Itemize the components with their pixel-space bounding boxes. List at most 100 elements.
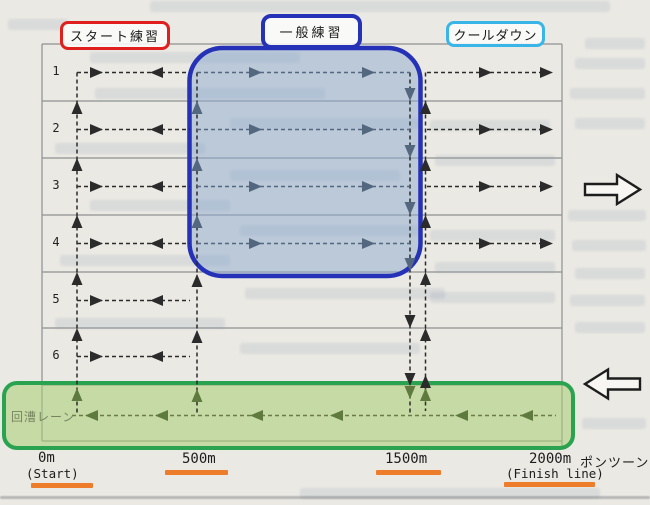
- return-lane-region: [2, 381, 575, 450]
- bleedthrough-artifact: [430, 230, 555, 241]
- right-arrowhead: [90, 295, 103, 306]
- return-lane-label: 回漕レーン: [11, 410, 76, 424]
- up-arrowhead: [420, 375, 431, 388]
- right-arrowhead: [362, 124, 375, 135]
- right-arrowhead: [479, 238, 492, 249]
- bleedthrough-artifact: [55, 318, 225, 329]
- cooldown-label-box: クールダウン: [446, 21, 545, 47]
- bleedthrough-artifact: [585, 38, 645, 49]
- marker-finish-sub: (Finish line): [506, 466, 604, 481]
- flow-right-arrow: [583, 172, 643, 207]
- marker-1500m: 1500m: [385, 451, 428, 467]
- lane-number-2: 2: [52, 121, 60, 135]
- bleedthrough-artifact: [150, 1, 610, 12]
- flow-left-arrow: [582, 367, 642, 401]
- lane-number-6: 6: [52, 348, 60, 362]
- up-arrowhead: [191, 330, 203, 343]
- up-arrowhead: [191, 215, 203, 228]
- up-arrowhead: [71, 388, 83, 401]
- down-arrowhead: [404, 88, 416, 101]
- up-arrowhead: [71, 158, 83, 171]
- bleedthrough-artifact: [435, 155, 555, 166]
- left-arrowhead: [150, 124, 163, 135]
- bleedthrough-artifact: [90, 200, 230, 211]
- marker-1500m-underline: [376, 470, 441, 475]
- up-arrowhead: [71, 215, 83, 228]
- right-arrowhead: [249, 181, 262, 192]
- up-arrowhead: [71, 101, 83, 114]
- lane-number-3: 3: [52, 178, 60, 192]
- left-arrowhead: [85, 410, 98, 421]
- right-arrowhead: [362, 238, 375, 249]
- general-practice-label-box: 一般練習: [261, 14, 362, 49]
- down-arrowhead: [404, 315, 416, 328]
- bleedthrough-artifact: [435, 262, 555, 273]
- marker-0m-underline: [31, 483, 93, 488]
- bleedthrough-artifact: [568, 210, 646, 221]
- bleedthrough-artifact: [575, 322, 645, 333]
- bleedthrough-artifact: [430, 292, 555, 303]
- bleedthrough-artifact: [575, 268, 645, 279]
- left-arrowhead: [150, 295, 163, 306]
- left-arrowhead: [150, 67, 163, 78]
- left-arrowhead: [150, 238, 163, 249]
- right-arrowhead: [540, 238, 553, 249]
- marker-2000m: 2000m: [529, 451, 572, 467]
- bleedthrough-artifact: [572, 240, 646, 251]
- marker-0m-sub: (Start): [26, 466, 79, 481]
- right-arrowhead: [90, 351, 103, 362]
- bleedthrough-artifact: [430, 120, 550, 131]
- bleedthrough-artifact: [8, 19, 68, 30]
- bleedthrough-artifact: [300, 488, 600, 499]
- up-arrowhead: [71, 328, 83, 341]
- bleedthrough-artifact: [570, 295, 645, 306]
- left-arrowhead: [150, 351, 163, 362]
- general-practice-region: [187, 45, 423, 279]
- up-arrowhead: [191, 274, 203, 287]
- lane-number-4: 4: [52, 235, 60, 249]
- right-arrowhead: [249, 124, 262, 135]
- up-arrowhead: [71, 272, 83, 285]
- up-arrowhead: [420, 158, 431, 171]
- down-arrowhead: [404, 202, 416, 215]
- up-arrowhead: [191, 389, 203, 402]
- left-arrowhead: [250, 410, 263, 421]
- up-arrowhead: [420, 328, 431, 341]
- down-arrowhead: [404, 258, 416, 271]
- bleedthrough-artifact: [240, 343, 420, 354]
- marker-500m-underline: [165, 470, 228, 475]
- left-arrowhead: [155, 410, 168, 421]
- right-arrowhead: [90, 181, 103, 192]
- up-arrowhead: [191, 101, 203, 114]
- up-arrowhead: [420, 101, 431, 114]
- cooldown-label: クールダウン: [453, 28, 538, 44]
- left-arrowhead: [455, 410, 468, 421]
- lane-number-1: 1: [52, 64, 60, 78]
- down-arrowhead: [404, 145, 416, 158]
- left-arrowhead: [330, 410, 343, 421]
- up-arrowhead: [420, 388, 431, 401]
- bleedthrough-artifact: [245, 288, 445, 299]
- right-arrowhead: [362, 67, 375, 78]
- up-arrowhead: [191, 158, 203, 171]
- marker-500m: 500m: [182, 451, 216, 467]
- right-arrowhead: [249, 67, 262, 78]
- right-arrowhead: [540, 67, 553, 78]
- bleedthrough-artifact: [60, 255, 230, 266]
- bleedthrough-artifact: [90, 52, 300, 63]
- bleedthrough-artifact: [575, 58, 645, 69]
- down-arrowhead: [404, 386, 416, 399]
- bleedthrough-artifact: [575, 118, 645, 129]
- down-arrowhead: [404, 373, 416, 386]
- left-arrowhead: [150, 181, 163, 192]
- marker-0m: 0m: [38, 450, 55, 466]
- right-arrowhead: [479, 67, 492, 78]
- right-arrowhead: [249, 238, 262, 249]
- left-arrowhead: [520, 410, 533, 421]
- right-arrowhead: [90, 124, 103, 135]
- right-arrowhead: [479, 124, 492, 135]
- start-practice-label-box: スタート練習: [60, 21, 170, 50]
- up-arrowhead: [420, 272, 431, 285]
